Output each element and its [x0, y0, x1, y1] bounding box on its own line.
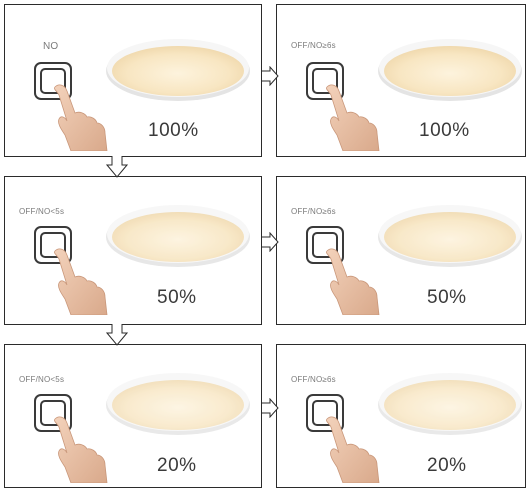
brightness-value: 100% — [419, 120, 470, 142]
step-label: OFF/NO<5s — [19, 375, 64, 384]
wall-switch-icon — [305, 225, 385, 315]
arrow-down-icon — [106, 324, 128, 346]
step-panel-1: NO 100% — [4, 4, 262, 157]
brightness-value: 20% — [427, 455, 467, 477]
brightness-value: 20% — [157, 455, 197, 477]
ceiling-lamp-icon — [375, 369, 525, 437]
ceiling-lamp-icon — [375, 35, 525, 103]
arrow-down-icon — [106, 156, 128, 178]
step-label: OFF/NO≥6s — [291, 207, 336, 216]
wall-switch-icon — [305, 61, 385, 151]
ceiling-lamp-icon — [103, 201, 253, 269]
ceiling-lamp-icon — [103, 35, 253, 103]
step-label: OFF/NO≥6s — [291, 375, 336, 384]
step-panel-3: OFF/NO<5s 50% — [4, 176, 262, 325]
wall-switch-icon — [33, 225, 113, 315]
ceiling-lamp-icon — [375, 201, 525, 269]
wall-switch-icon — [305, 393, 385, 483]
arrow-right-icon — [261, 66, 279, 86]
step-label: OFF/NO<5s — [19, 207, 64, 216]
brightness-value: 50% — [157, 287, 197, 309]
arrow-right-icon — [261, 232, 279, 252]
step-panel-2: OFF/NO≥6s 100% — [276, 4, 526, 157]
step-panel-4: OFF/NO≥6s 50% — [276, 176, 526, 325]
brightness-value: 50% — [427, 287, 467, 309]
arrow-right-icon — [261, 398, 279, 418]
step-label: OFF/NO≥6s — [291, 41, 336, 50]
ceiling-lamp-icon — [103, 369, 253, 437]
brightness-value: 100% — [148, 120, 199, 142]
step-panel-6: OFF/NO≥6s 20% — [276, 344, 526, 488]
wall-switch-icon — [33, 61, 113, 151]
step-label: NO — [43, 41, 58, 52]
wall-switch-icon — [33, 393, 113, 483]
step-panel-5: OFF/NO<5s 20% — [4, 344, 262, 488]
